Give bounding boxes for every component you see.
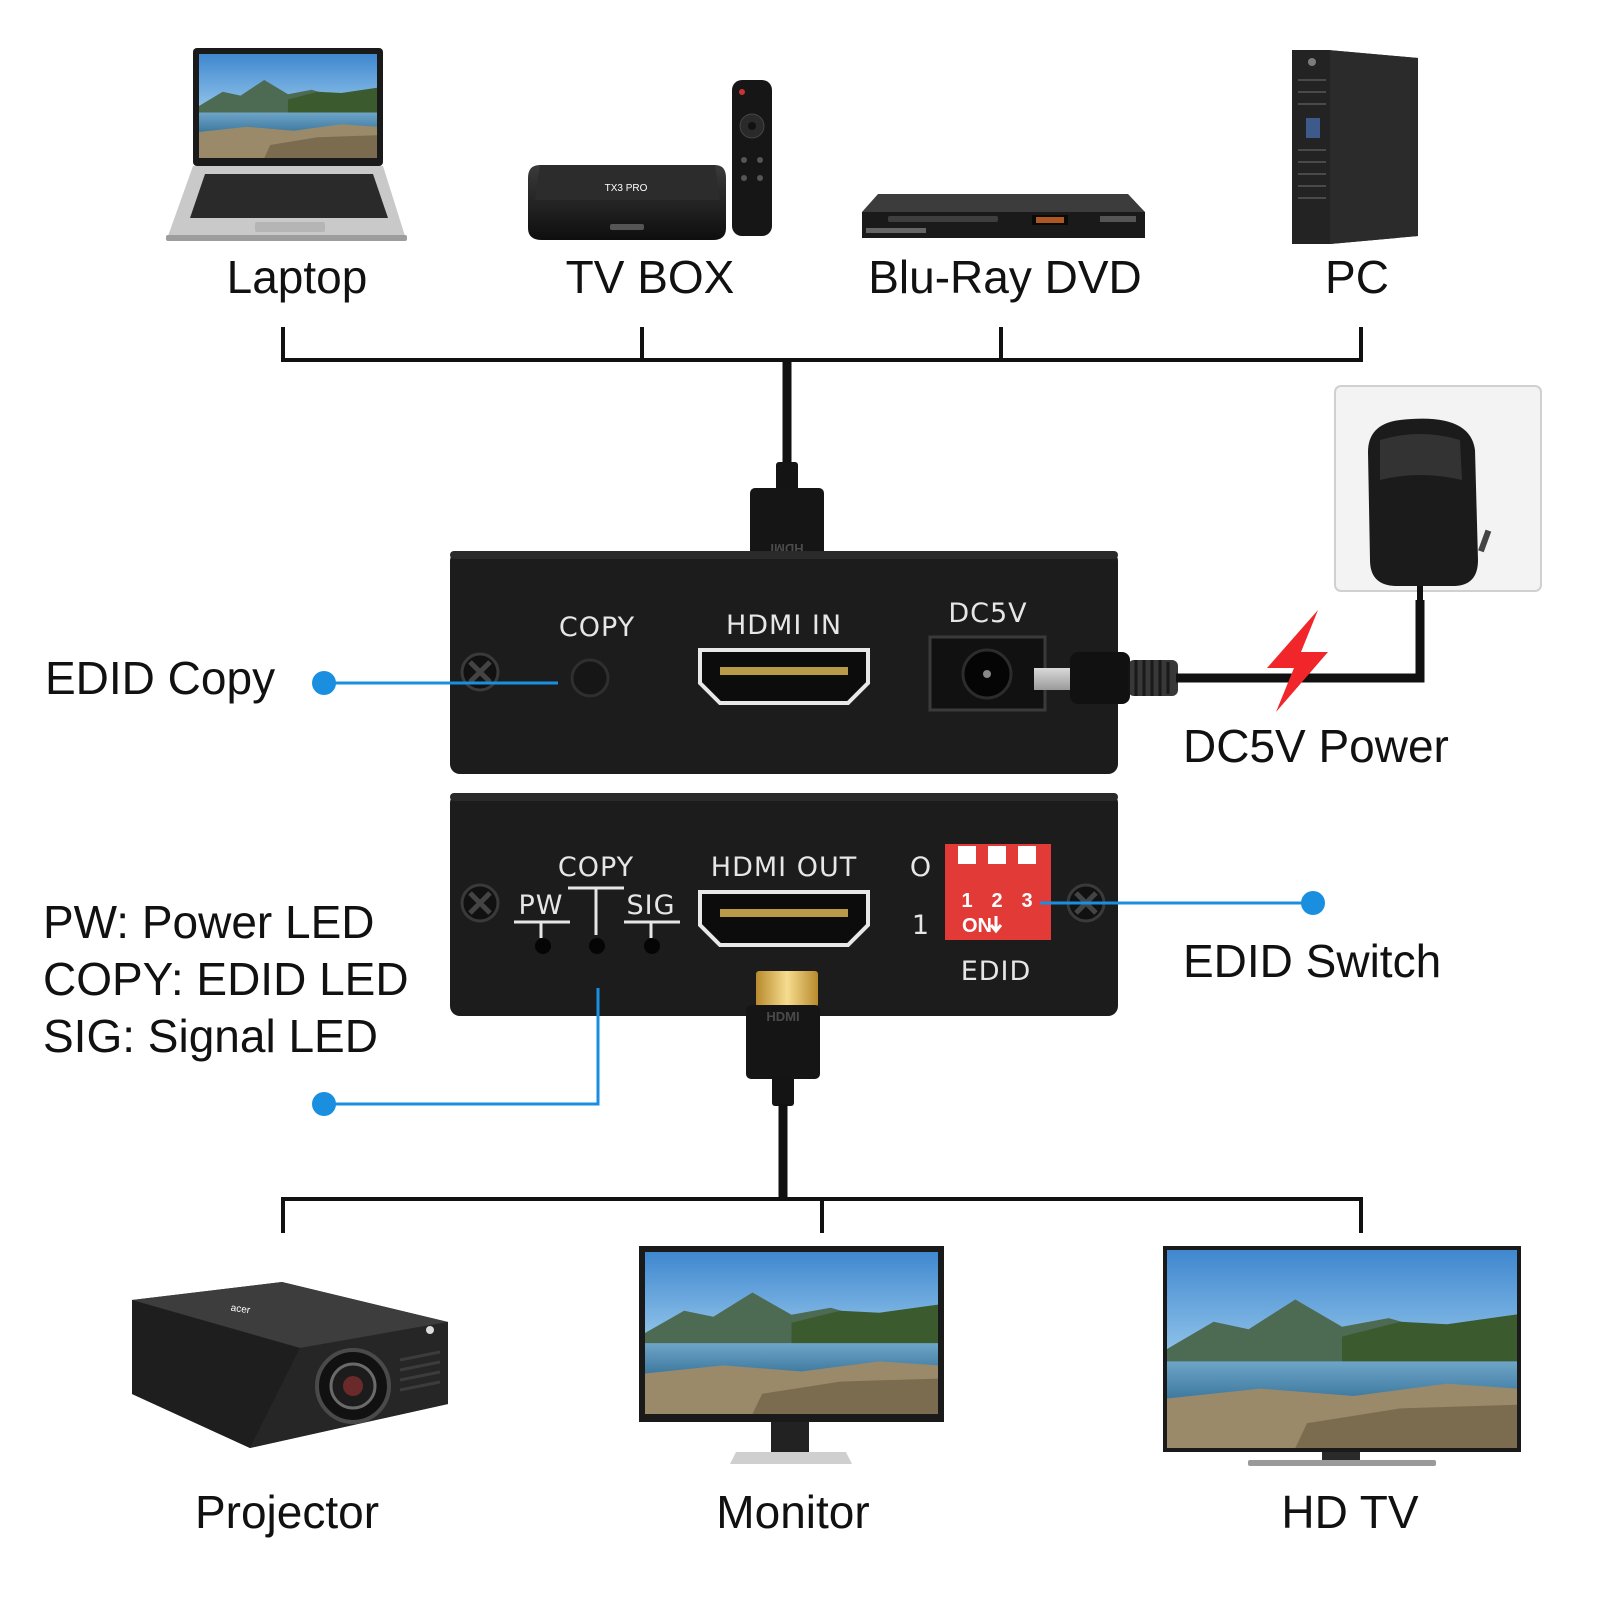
hd-tv-icon	[1163, 1246, 1521, 1466]
display-label-monitor: Monitor	[716, 1486, 869, 1538]
edid-switch-callout: EDID Switch	[1183, 935, 1441, 987]
copy-led-label: COPY	[558, 852, 634, 883]
dc-power-plug	[1034, 652, 1178, 704]
dc-jack[interactable]	[928, 635, 1047, 712]
dip-switch-1[interactable]	[958, 846, 976, 864]
display-label-hd-tv: HD TV	[1281, 1486, 1418, 1538]
tv-box-brand: TX3 PRO	[605, 183, 648, 194]
dip-on-label: ON	[962, 915, 992, 937]
monitor-icon	[639, 1246, 944, 1464]
display-label-projector: Projector	[195, 1486, 379, 1538]
sig-led-label: SIG	[626, 890, 675, 921]
hdmi-out-plug: HDMI	[746, 971, 820, 1106]
edid-dip-switch[interactable]: 1 2 3 ON	[945, 844, 1051, 940]
lightning-icon	[1267, 610, 1328, 712]
dip-off-label: O	[910, 852, 932, 883]
led-callout-dot	[312, 1092, 336, 1116]
display-bracket	[281, 1197, 1363, 1233]
source-label-laptop: Laptop	[227, 251, 368, 303]
tv-box-icon: TX3 PRO	[528, 80, 772, 240]
pw-led-label: PW	[519, 890, 564, 921]
dip-number-3: 3	[1021, 890, 1032, 912]
source-bracket	[281, 327, 1363, 362]
edid-label: EDID	[961, 956, 1032, 987]
edid-copy-button[interactable]	[570, 658, 610, 698]
hdmi-out-port[interactable]	[698, 890, 870, 947]
screw-icon	[460, 883, 500, 923]
sig-led	[644, 938, 660, 954]
source-label-pc: PC	[1325, 251, 1389, 303]
source-label-tv-box: TV BOX	[566, 251, 735, 303]
hdmi-in-port[interactable]	[698, 648, 870, 705]
input-panel: COPY HDMI IN DC5V	[450, 551, 1118, 774]
projector-icon: acer	[132, 1282, 448, 1448]
projector-brand: acer	[230, 1303, 251, 1317]
hdmi-in-label: HDMI IN	[726, 610, 842, 641]
power-cable	[1176, 600, 1425, 683]
laptop-icon	[166, 48, 407, 241]
edid-switch-callout-dot	[1301, 891, 1325, 915]
output-panel: COPY PW SIG HDMI OUT O 1 1 2 3	[450, 793, 1118, 1016]
led-legend-power: PW: Power LED	[43, 896, 374, 948]
edid-copy-callout: EDID Copy	[45, 652, 275, 704]
dip-on-side-label: 1	[912, 910, 930, 941]
arrow-down-icon	[989, 916, 1003, 934]
led-legend-signal: SIG: Signal LED	[43, 1010, 378, 1062]
copy-led	[589, 938, 605, 954]
dip-switch-2[interactable]	[988, 846, 1006, 864]
dip-number-2: 2	[991, 890, 1002, 912]
power-adapter-icon	[1334, 385, 1542, 604]
blu-ray-player-icon	[862, 194, 1145, 238]
pw-led	[535, 938, 551, 954]
screw-icon	[460, 652, 500, 692]
dc-power-callout: DC5V Power	[1183, 720, 1449, 772]
led-legend-copy: COPY: EDID LED	[43, 953, 409, 1005]
copy-button-label: COPY	[559, 612, 635, 643]
hdmi-out-cable-print: HDMI	[766, 1009, 799, 1024]
dc-input-label: DC5V	[948, 598, 1027, 629]
hdmi-out-label: HDMI OUT	[711, 852, 857, 883]
source-label-blu-ray: Blu-Ray DVD	[868, 251, 1142, 303]
pc-tower-icon	[1292, 50, 1418, 244]
led-marker-lines	[514, 886, 680, 938]
dip-number-1: 1	[961, 890, 972, 912]
led-callout-line	[324, 988, 600, 1106]
dip-switch-3[interactable]	[1018, 846, 1036, 864]
